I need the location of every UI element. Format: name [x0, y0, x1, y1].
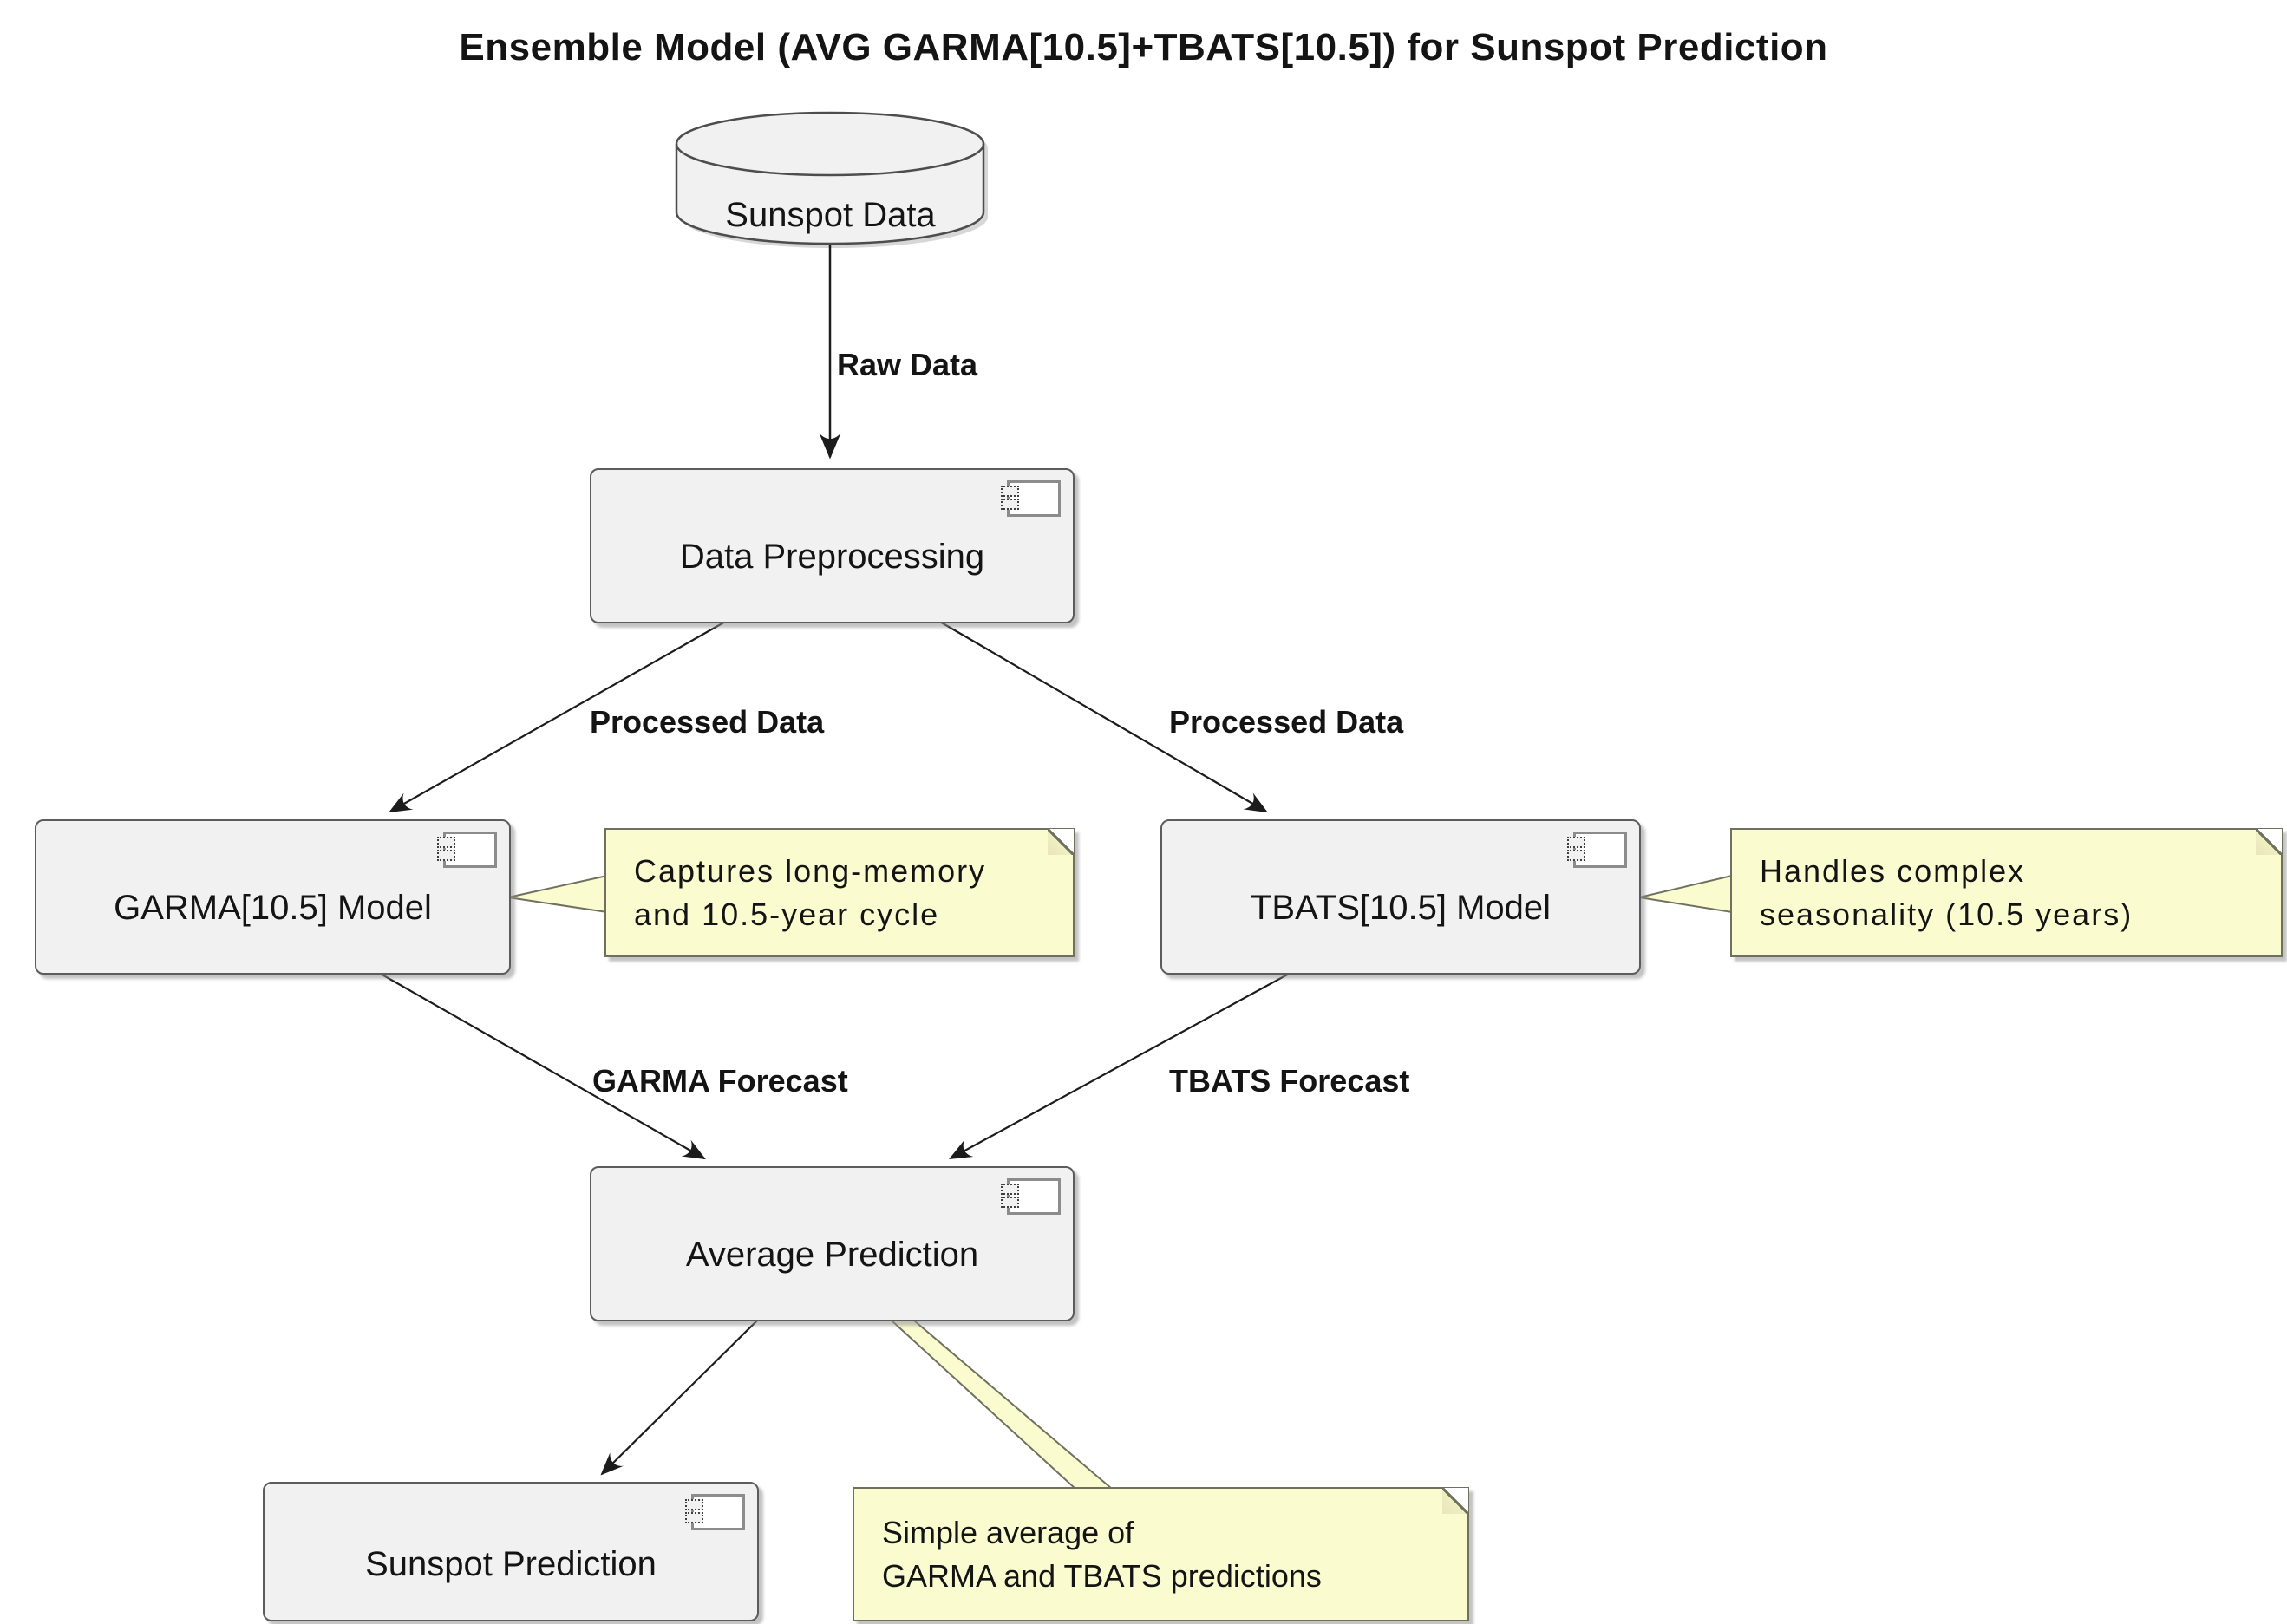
- component-port-icon: [685, 1499, 703, 1510]
- note-text: Captures long-memory: [634, 852, 987, 889]
- edge-average-to-prediction: [600, 1319, 759, 1476]
- node-tbats-model: TBATS[10.5] Model: [1160, 819, 1641, 975]
- component-icon: [437, 832, 497, 868]
- note-tbats: Handles complex seasonality (10.5 years): [1730, 828, 2283, 957]
- node-label: GARMA[10.5] Model: [114, 889, 432, 927]
- component-icon: [1001, 480, 1061, 517]
- edge-processed-data-tbats: [938, 620, 1268, 813]
- component-port-icon: [1001, 1184, 1019, 1195]
- node-sunspot-prediction: Sunspot Prediction: [263, 1482, 759, 1621]
- node-label: Average Prediction: [685, 1236, 979, 1274]
- node-garma-model: GARMA[10.5] Model: [35, 819, 511, 975]
- component-icon: [1001, 1178, 1061, 1215]
- component-port-icon: [685, 1512, 703, 1523]
- note-tail-average: [889, 1320, 1114, 1490]
- node-label: Sunspot Prediction: [365, 1545, 657, 1583]
- note-text: Simple average of: [882, 1514, 1134, 1550]
- note-fold-icon: [1442, 1488, 1468, 1514]
- diagram-title: Ensemble Model (AVG GARMA[10.5]+TBATS[10…: [459, 26, 1828, 68]
- edge-label-raw-data: Raw Data: [837, 347, 978, 382]
- edge-label-garma-forecast: GARMA Forecast: [592, 1063, 848, 1099]
- component-port-icon: [1567, 850, 1585, 861]
- note-tail-tbats: [1638, 874, 1733, 914]
- component-port-icon: [1001, 499, 1019, 510]
- edge-label-tbats-forecast: TBATS Forecast: [1169, 1063, 1410, 1099]
- database-cylinder: [675, 111, 985, 245]
- note-fold-icon: [2256, 829, 2282, 855]
- edge-garma-forecast: [378, 972, 706, 1160]
- note-average: Simple average of GARMA and TBATS predic…: [853, 1487, 1469, 1621]
- component-icon: [1567, 832, 1627, 868]
- note-text: and 10.5-year cycle: [634, 896, 940, 932]
- note-fold-icon: [1048, 829, 1074, 855]
- note-text: seasonality (10.5 years): [1760, 896, 2133, 932]
- note-tail-garma: [507, 874, 608, 914]
- component-port-icon: [1001, 1197, 1019, 1208]
- node-label-sunspot-data: Sunspot Data: [725, 196, 936, 234]
- component-port-icon: [1001, 486, 1019, 497]
- edge-tbats-forecast: [949, 972, 1291, 1160]
- note-text: GARMA and TBATS predictions: [882, 1557, 1322, 1594]
- node-label: Data Preprocessing: [679, 538, 985, 576]
- component-icon: [685, 1494, 745, 1530]
- component-port-icon: [437, 850, 455, 861]
- component-port-icon: [1567, 837, 1585, 848]
- node-average-prediction: Average Prediction: [590, 1166, 1075, 1321]
- edge-processed-data-garma: [389, 620, 728, 813]
- note-garma: Captures long-memory and 10.5-year cycle: [604, 828, 1075, 957]
- component-port-icon: [437, 837, 455, 848]
- database-cylinder-rim: [675, 143, 985, 177]
- note-text: Handles complex: [1760, 852, 2026, 889]
- node-data-preprocessing: Data Preprocessing: [590, 468, 1075, 623]
- edge-label-processed-data-left: Processed Data: [590, 704, 825, 740]
- node-label: TBATS[10.5] Model: [1250, 889, 1552, 927]
- edge-label-processed-data-right: Processed Data: [1169, 704, 1404, 740]
